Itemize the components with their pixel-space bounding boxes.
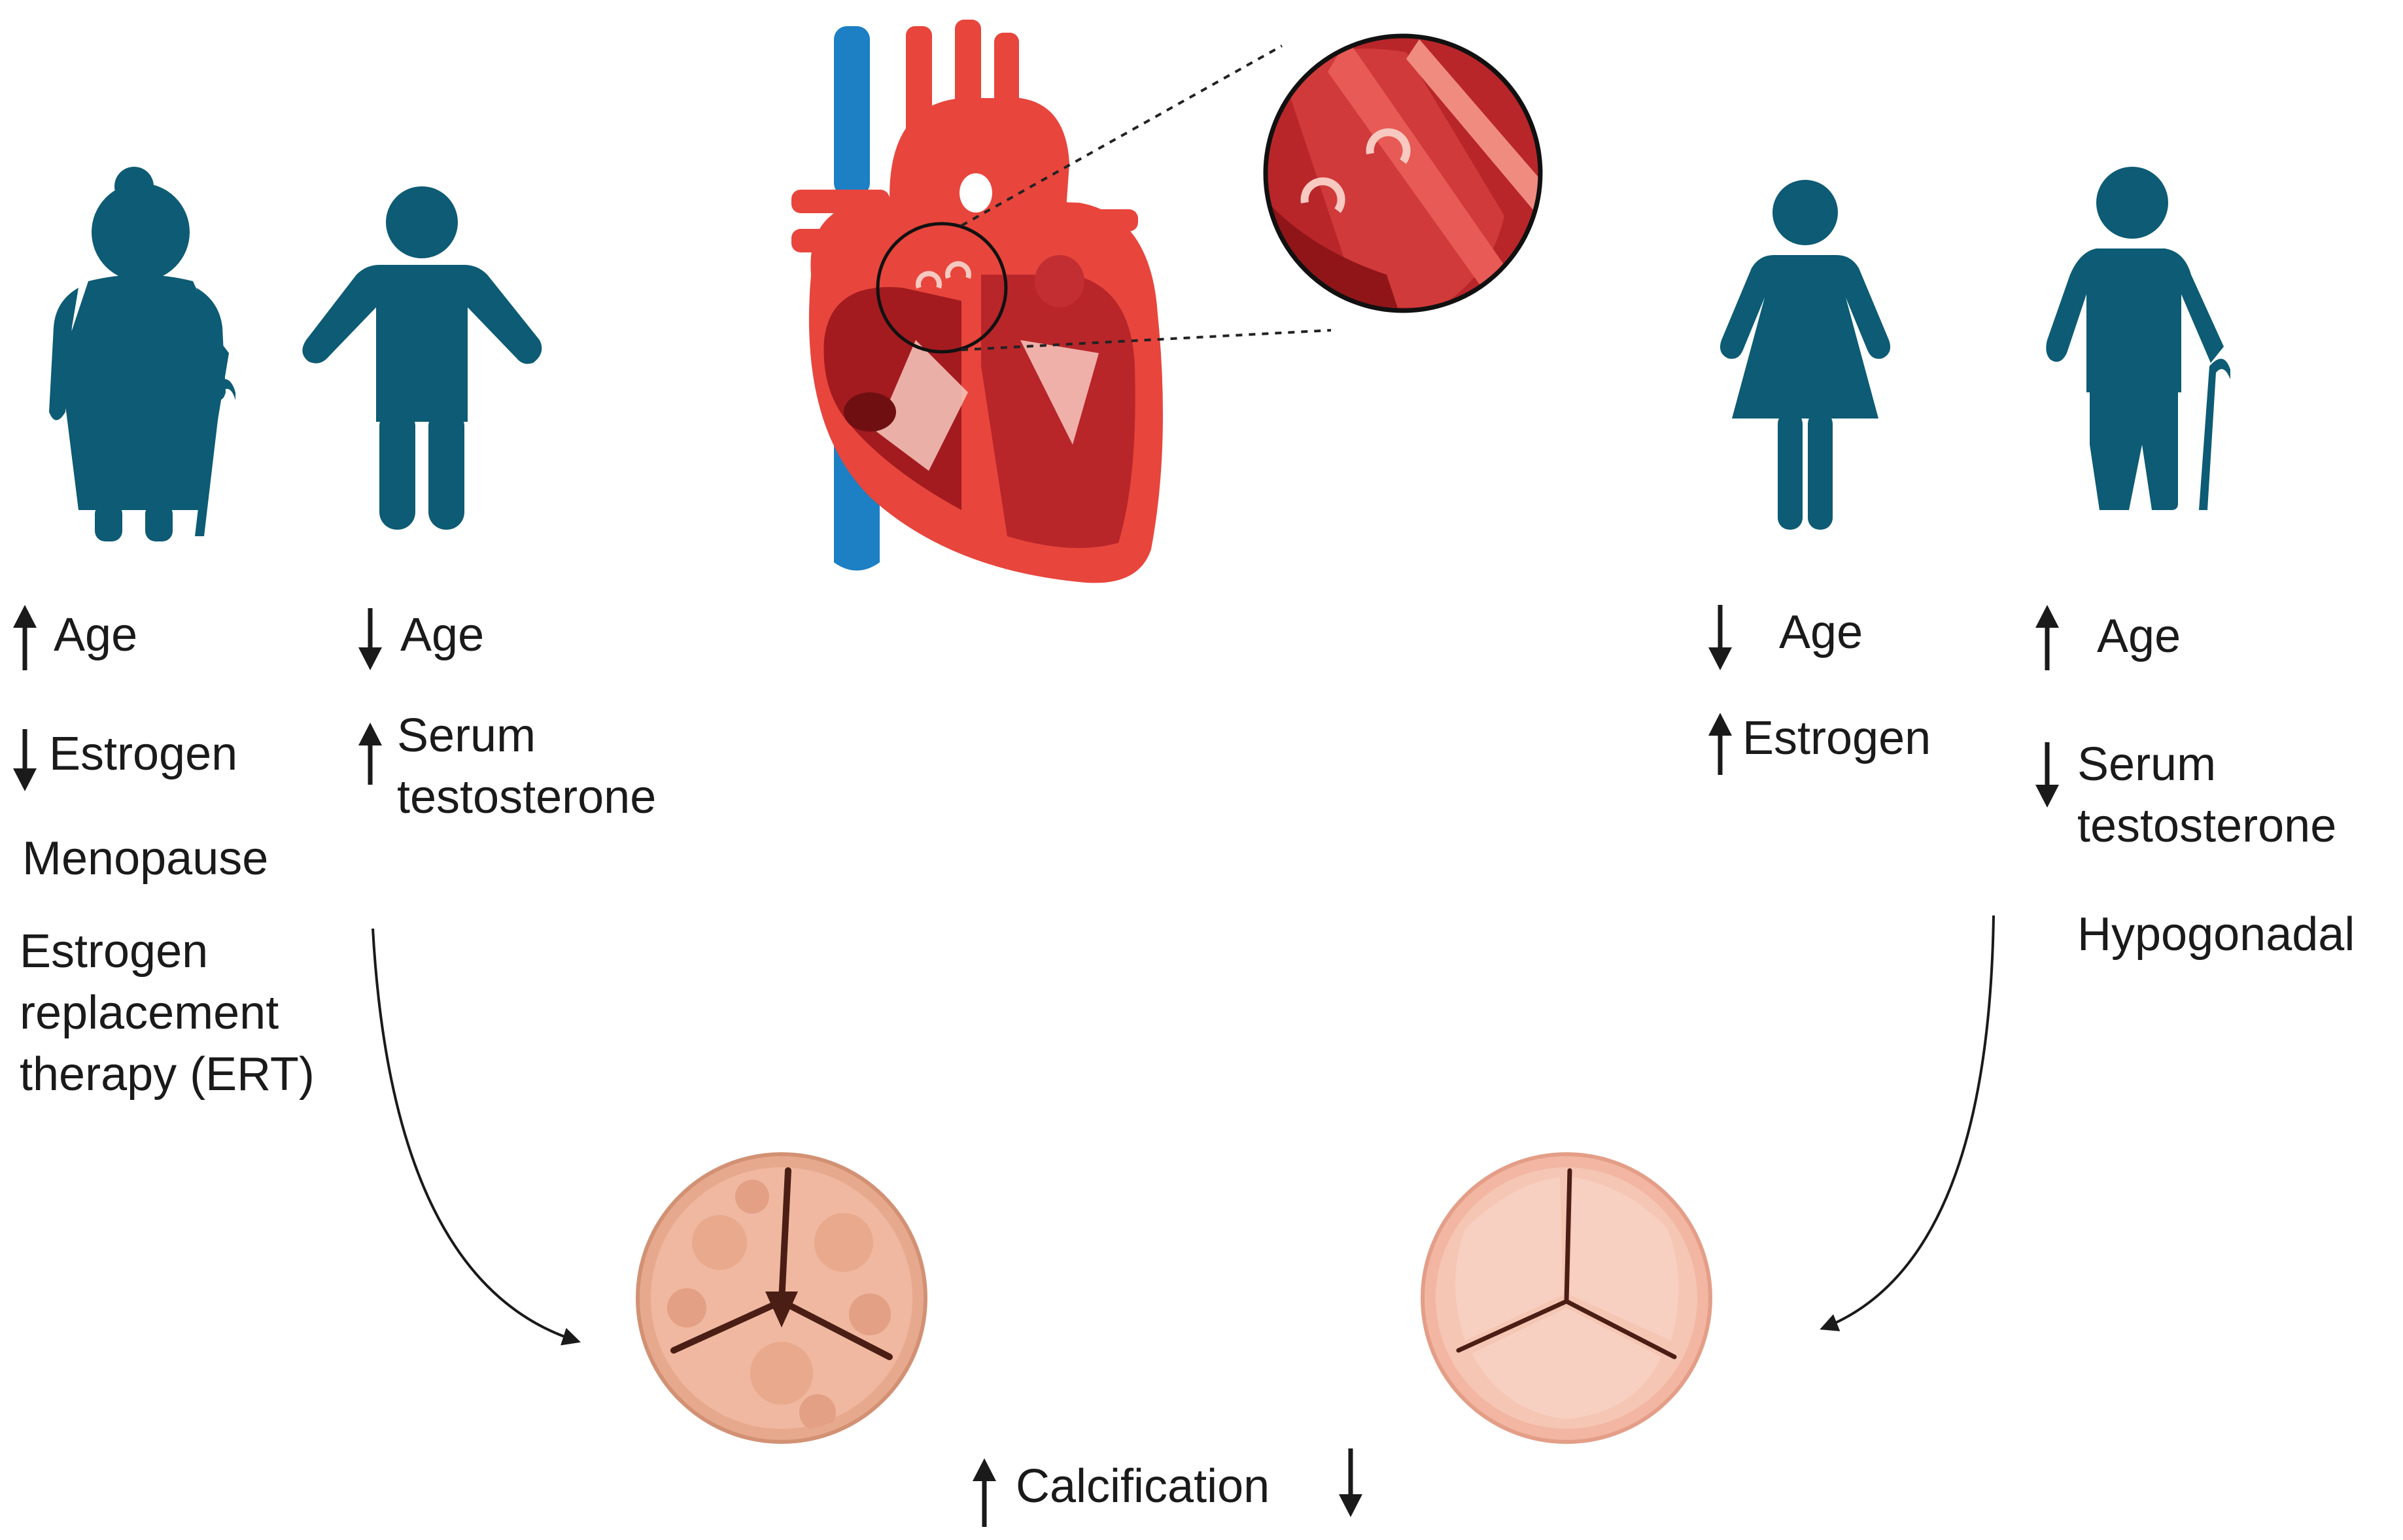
older-women-menopause-label: Menopause	[22, 832, 269, 885]
calcified-aortic-valve-icon	[636, 1152, 927, 1444]
older-men-testosterone-label-line2: testosterone	[2077, 800, 2337, 852]
left-curved-arrow	[372, 928, 581, 1346]
healthy-aortic-valve-icon	[1421, 1152, 1712, 1444]
calcification-up-arrow-icon	[973, 1458, 996, 1527]
arrow-down-icon	[2035, 742, 2059, 808]
arrow-down-icon	[1708, 605, 1732, 670]
younger-men-age-label: Age	[400, 609, 485, 661]
younger-men-testosterone-label-line1: Serum	[397, 710, 536, 762]
younger-women-estrogen-label: Estrogen	[1742, 712, 1931, 764]
woman-icon	[1720, 180, 1891, 530]
arrow-up-icon	[13, 605, 37, 670]
older-men-hypogonadal-label: Hypogonadal	[2077, 908, 2355, 961]
zoom-lines	[961, 44, 1332, 351]
right-curved-arrow	[1820, 915, 1995, 1331]
older-women-age-label: Age	[54, 609, 138, 661]
heart-icon	[791, 20, 1163, 583]
arrow-up-icon	[2035, 605, 2059, 670]
younger-women-age-label: Age	[1779, 606, 1863, 659]
older-women-ert-label-line1: Estrogen	[20, 925, 209, 978]
older-women-estrogen-label: Estrogen	[49, 728, 238, 780]
elderly-woman-with-cane-icon	[49, 167, 235, 541]
elderly-man-with-cane-icon	[2046, 167, 2230, 510]
arrow-up-icon	[358, 723, 382, 785]
man-icon	[302, 186, 542, 530]
aortic-valve-zoom-icon	[1263, 33, 1543, 313]
calcification-label: Calcification	[1016, 1460, 1270, 1513]
younger-men-testosterone-label-line2: testosterone	[397, 771, 657, 823]
arrow-down-icon	[358, 608, 382, 670]
older-women-ert-label-line3: therapy (ERT)	[20, 1048, 315, 1101]
older-men-testosterone-label-line1: Serum	[2077, 738, 2217, 791]
older-men-age-label: Age	[2097, 610, 2181, 662]
arrow-down-icon	[13, 729, 37, 791]
older-women-ert-label-line2: replacement	[20, 987, 279, 1039]
calcification-down-arrow-icon	[1339, 1448, 1362, 1517]
arrow-up-icon	[1708, 713, 1732, 775]
